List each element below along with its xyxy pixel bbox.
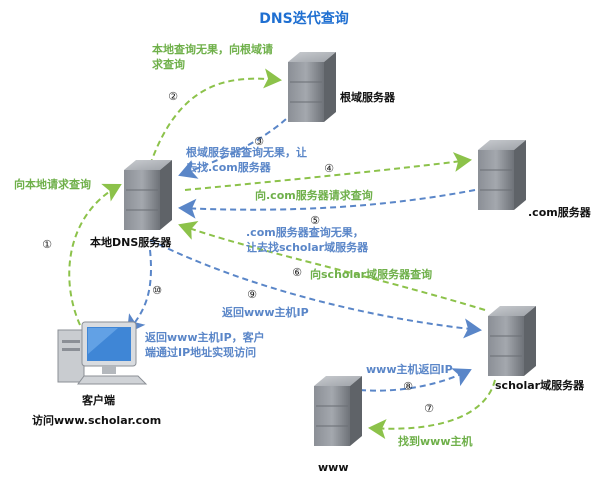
step-7-number: ⑦ xyxy=(424,402,434,415)
arrow-step-2 xyxy=(149,68,282,166)
www-server-icon xyxy=(314,376,362,446)
diagram-title: DNS迭代查询 xyxy=(259,11,349,27)
arrow-step-5 xyxy=(178,189,476,219)
www-server-label: www xyxy=(318,461,349,474)
step-10-label: 返回www主机IP，客户 端通过IP地址实现访问 xyxy=(145,331,265,359)
scholar-server-label: scholar域服务器 xyxy=(495,379,585,392)
step-6-number: ⑥ xyxy=(292,266,302,279)
arrow-step-6 xyxy=(178,220,486,311)
step-2-number: ② xyxy=(168,90,178,103)
step-8-number: ⑧ xyxy=(403,380,413,393)
step-3-label: 根域服务器查询无果，让 去找.com服务器 xyxy=(186,146,307,174)
local-dns-label: 本地DNS服务器 xyxy=(90,236,172,249)
root-server-icon xyxy=(288,52,336,122)
step-10-number: ⑩ xyxy=(152,284,162,297)
step-1-label: 向本地请求查询 xyxy=(14,178,91,191)
com-server-icon xyxy=(478,140,526,210)
step-8-label: www主机返回IP xyxy=(366,363,453,376)
client-computer-icon xyxy=(57,321,148,385)
arrow-step-10 xyxy=(126,249,152,334)
step-3-number: ③ xyxy=(254,135,264,148)
step-2-label: 本地查询无果，向根域请 求查询 xyxy=(152,43,273,71)
step-9-number: ⑨ xyxy=(247,288,257,301)
scholar-server-icon xyxy=(488,306,536,376)
step-7-label: 找到www主机 xyxy=(398,435,473,448)
step-1-number: ① xyxy=(42,238,52,251)
client-label: 客户端 xyxy=(82,394,115,407)
com-server-label: .com服务器 xyxy=(528,206,591,219)
step-5-label: .com服务器查询无果， 让去找scholar域服务器 xyxy=(246,226,369,254)
step-6-label: 向scholar域服务器查询 xyxy=(310,268,433,281)
step-9-label: 返回www主机IP xyxy=(222,306,309,319)
root-server-label: 根域服务器 xyxy=(340,91,395,104)
step-5-number: ⑤ xyxy=(310,214,320,227)
arrow-step-9 xyxy=(149,239,482,339)
client-sub-label: 访问www.scholar.com xyxy=(32,414,162,427)
step-4-number: ④ xyxy=(324,162,334,175)
arrow-step-4 xyxy=(184,152,472,191)
arrow-step-1 xyxy=(68,183,122,326)
step-4-label: 向.com服务器请求查询 xyxy=(255,189,373,202)
arrow-step-8 xyxy=(359,368,472,392)
local-dns-server-icon xyxy=(124,160,172,230)
arrow-step-7 xyxy=(368,379,496,440)
